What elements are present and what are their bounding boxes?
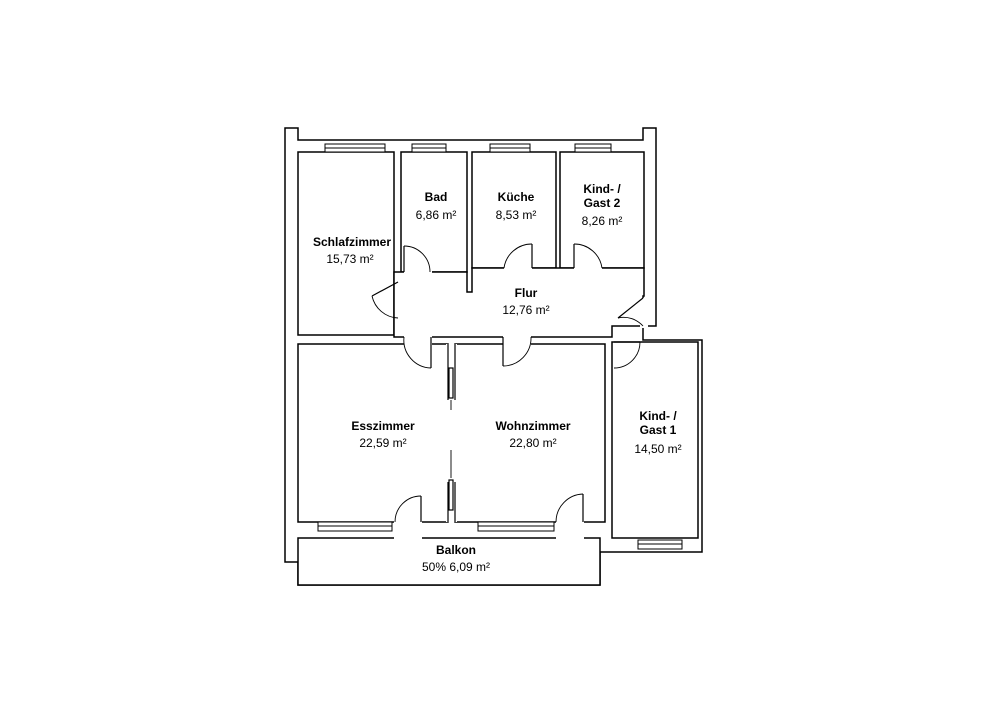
room-esszimmer (297, 343, 449, 523)
label-kind-gast-2-line1: Kind- / (583, 182, 621, 196)
area-esszimmer: 22,59 m² (359, 436, 406, 450)
room-kind-gast-2 (559, 151, 645, 269)
room-wohnzimmer (454, 343, 606, 523)
label-flur: Flur (515, 286, 538, 300)
label-balkon: Balkon (436, 543, 476, 557)
area-kind-gast-2: 8,26 m² (582, 214, 623, 228)
room-flur (393, 267, 645, 338)
label-schlafzimmer: Schlafzimmer (313, 235, 391, 249)
label-bad: Bad (425, 190, 448, 204)
sliding-door (446, 344, 457, 522)
area-schlafzimmer: 15,73 m² (326, 252, 373, 266)
area-balkon: 50% 6,09 m² (422, 560, 490, 574)
room-balkon (297, 537, 601, 586)
door-balkon-esszimmer (394, 495, 422, 542)
room-schlafzimmer (297, 151, 395, 336)
window-kueche (489, 143, 531, 153)
window-kind-gast-1 (637, 539, 683, 550)
window-wohnzimmer (477, 521, 555, 532)
door-esszimmer (403, 334, 432, 369)
label-wohnzimmer: Wohnzimmer (495, 419, 570, 433)
area-wohnzimmer: 22,80 m² (509, 436, 556, 450)
door-wohnzimmer (502, 334, 532, 367)
label-kind-gast-1-line1: Kind- / (639, 409, 677, 423)
door-kueche (503, 243, 533, 272)
area-flur: 12,76 m² (502, 303, 549, 317)
label-kind-gast-1-line2: Gast 1 (640, 423, 677, 437)
door-bad (403, 245, 432, 276)
label-esszimmer: Esszimmer (351, 419, 415, 433)
door-kind-gast-1 (617, 297, 648, 328)
door-schlafzimmer (371, 281, 401, 319)
area-kueche: 8,53 m² (496, 208, 537, 222)
door-kind-gast-2 (573, 243, 603, 272)
area-kind-gast-1: 14,50 m² (634, 442, 681, 456)
room-kueche (471, 151, 557, 269)
window-bad (411, 143, 447, 153)
window-schlafzimmer (324, 143, 386, 153)
room-kind-gast-1 (611, 341, 699, 539)
window-kind-gast-2 (574, 143, 612, 153)
window-esszimmer (317, 521, 393, 532)
door-kind-gast-1-inner (613, 341, 641, 369)
label-kueche: Küche (498, 190, 535, 204)
area-bad: 6,86 m² (416, 208, 457, 222)
label-kind-gast-2-line2: Gast 2 (584, 196, 621, 210)
door-balkon-wohnzimmer (555, 493, 584, 542)
